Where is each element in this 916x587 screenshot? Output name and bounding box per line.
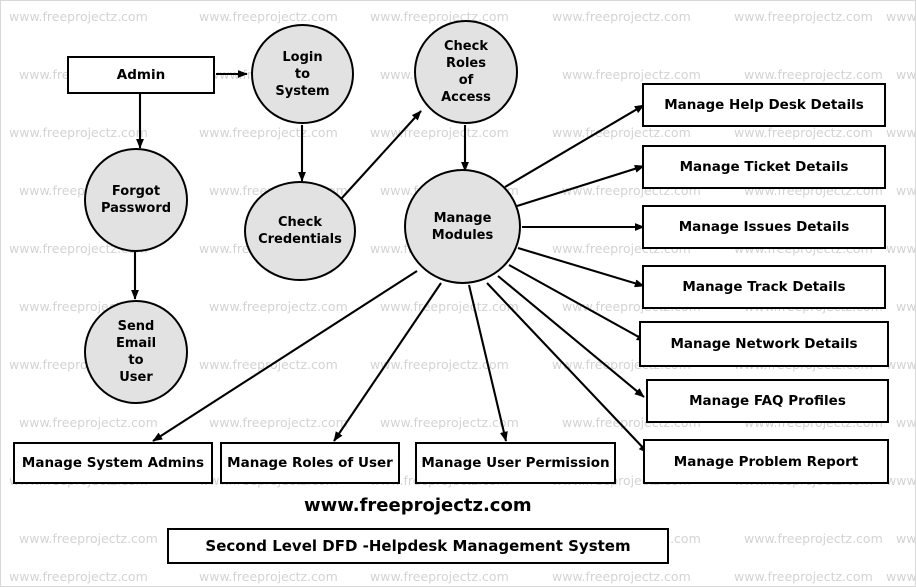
watermark-text: www.freeprojectz.com bbox=[886, 473, 916, 488]
edge-modules-to-user-permission bbox=[467, 284, 508, 442]
watermark-text: www.freeprojectz.com bbox=[370, 569, 509, 584]
site-brand-text: www.freeprojectz.com bbox=[304, 495, 532, 516]
module-manage-issues-details-label: Manage Issues Details bbox=[678, 219, 850, 235]
watermark-text: www.freeprojectz.com bbox=[199, 569, 338, 584]
module-manage-roles-of-user[interactable]: Manage Roles of User bbox=[220, 442, 400, 484]
watermark-text: www.freeprojectz.com bbox=[886, 357, 916, 372]
module-manage-ticket-details[interactable]: Manage Ticket Details bbox=[642, 145, 886, 189]
watermark-text: www.freeprojectz.com bbox=[744, 531, 883, 546]
module-manage-issues-details[interactable]: Manage Issues Details bbox=[642, 205, 886, 249]
module-manage-system-admins[interactable]: Manage System Admins bbox=[13, 442, 213, 484]
watermark-text: www.freeprojectz.com bbox=[744, 67, 883, 82]
module-manage-roles-of-user-label: Manage Roles of User bbox=[227, 455, 393, 471]
watermark-text: www.freeprojectz.com bbox=[19, 415, 158, 430]
module-manage-system-admins-label: Manage System Admins bbox=[21, 455, 205, 471]
watermark-text: www.freeprojectz.com bbox=[734, 9, 873, 24]
watermark-text: www.freeprojectz.com bbox=[199, 125, 338, 140]
watermark-text: www.freeprojectz.com bbox=[896, 183, 916, 198]
watermark-text: www.freeprojectz.com bbox=[886, 9, 916, 24]
watermark-text: www.freeprojectz.com bbox=[734, 125, 873, 140]
module-manage-ticket-details-label: Manage Ticket Details bbox=[679, 159, 849, 175]
watermark-text: www.freeprojectz.com bbox=[552, 125, 691, 140]
diagram-title-label: Second Level DFD -Helpdesk Management Sy… bbox=[205, 537, 631, 555]
module-manage-help-desk-details-label: Manage Help Desk Details bbox=[664, 97, 864, 113]
module-manage-help-desk-details[interactable]: Manage Help Desk Details bbox=[642, 83, 886, 127]
module-manage-network-details-label: Manage Network Details bbox=[670, 336, 858, 352]
watermark-text: www.freeprojectz.com bbox=[9, 125, 148, 140]
watermark-text: www.freeprojectz.com bbox=[896, 531, 916, 546]
module-manage-faq-profiles[interactable]: Manage FAQ Profiles bbox=[646, 379, 889, 423]
watermark-text: www.freeprojectz.com bbox=[380, 415, 519, 430]
watermark-text: www.freeprojectz.com bbox=[370, 9, 509, 24]
watermark-text: www.freeprojectz.com bbox=[562, 67, 701, 82]
external-entity-admin[interactable]: Admin bbox=[67, 56, 215, 94]
diagram-title-box: Second Level DFD -Helpdesk Management Sy… bbox=[167, 528, 669, 564]
watermark-text: www.freeprojectz.com bbox=[209, 415, 348, 430]
watermark-text: www.freeprojectz.com bbox=[370, 357, 509, 372]
edge-modules-to-ticket bbox=[516, 164, 645, 208]
module-manage-problem-report[interactable]: Manage Problem Report bbox=[643, 439, 889, 484]
watermark-text: www.freeprojectz.com bbox=[886, 241, 916, 256]
edge-modules-to-roles-of-user bbox=[333, 282, 442, 442]
edge-modules-to-faq bbox=[497, 275, 645, 398]
external-entity-admin-label: Admin bbox=[116, 67, 166, 83]
watermark-text: www.freeprojectz.com bbox=[886, 569, 916, 584]
watermark-text: www.freeprojectz.com bbox=[896, 67, 916, 82]
edge-check-credentials-to-check-roles bbox=[340, 110, 422, 200]
module-manage-network-details[interactable]: Manage Network Details bbox=[639, 321, 889, 367]
watermark-text: www.freeprojectz.com bbox=[9, 9, 148, 24]
site-brand-label: www.freeprojectz.com bbox=[304, 495, 532, 516]
module-manage-problem-report-label: Manage Problem Report bbox=[673, 453, 859, 470]
watermark-text: www.freeprojectz.com bbox=[896, 299, 916, 314]
watermark-text: www.freeprojectz.com bbox=[896, 415, 916, 430]
watermark-text: www.freeprojectz.com bbox=[552, 9, 691, 24]
watermark-text: www.freeprojectz.com bbox=[552, 569, 691, 584]
module-manage-faq-profiles-label: Manage FAQ Profiles bbox=[689, 393, 846, 409]
module-manage-user-permission[interactable]: Manage User Permission bbox=[415, 442, 616, 484]
watermark-text: www.freeprojectz.com bbox=[209, 299, 348, 314]
module-manage-track-details[interactable]: Manage Track Details bbox=[642, 265, 886, 309]
watermark-text: www.freeprojectz.com bbox=[19, 531, 158, 546]
edge-modules-to-help-desk bbox=[504, 104, 645, 188]
module-manage-user-permission-label: Manage User Permission bbox=[421, 455, 610, 471]
edge-modules-to-problem-report bbox=[486, 282, 649, 454]
module-manage-track-details-label: Manage Track Details bbox=[682, 279, 846, 295]
watermark-text: www.freeprojectz.com bbox=[199, 357, 338, 372]
edge-modules-to-track bbox=[517, 246, 645, 288]
watermark-text: www.freeprojectz.com bbox=[9, 569, 148, 584]
watermark-text: www.freeprojectz.com bbox=[886, 125, 916, 140]
watermark-text: www.freeprojectz.com bbox=[199, 9, 338, 24]
watermark-text: www.freeprojectz.com bbox=[734, 569, 873, 584]
watermark-text: www.freeprojectz.com bbox=[370, 125, 509, 140]
watermark-text: www.freeprojectz.com bbox=[380, 299, 519, 314]
edge-modules-to-network bbox=[508, 264, 647, 342]
edge-modules-to-system-admins bbox=[152, 270, 418, 442]
